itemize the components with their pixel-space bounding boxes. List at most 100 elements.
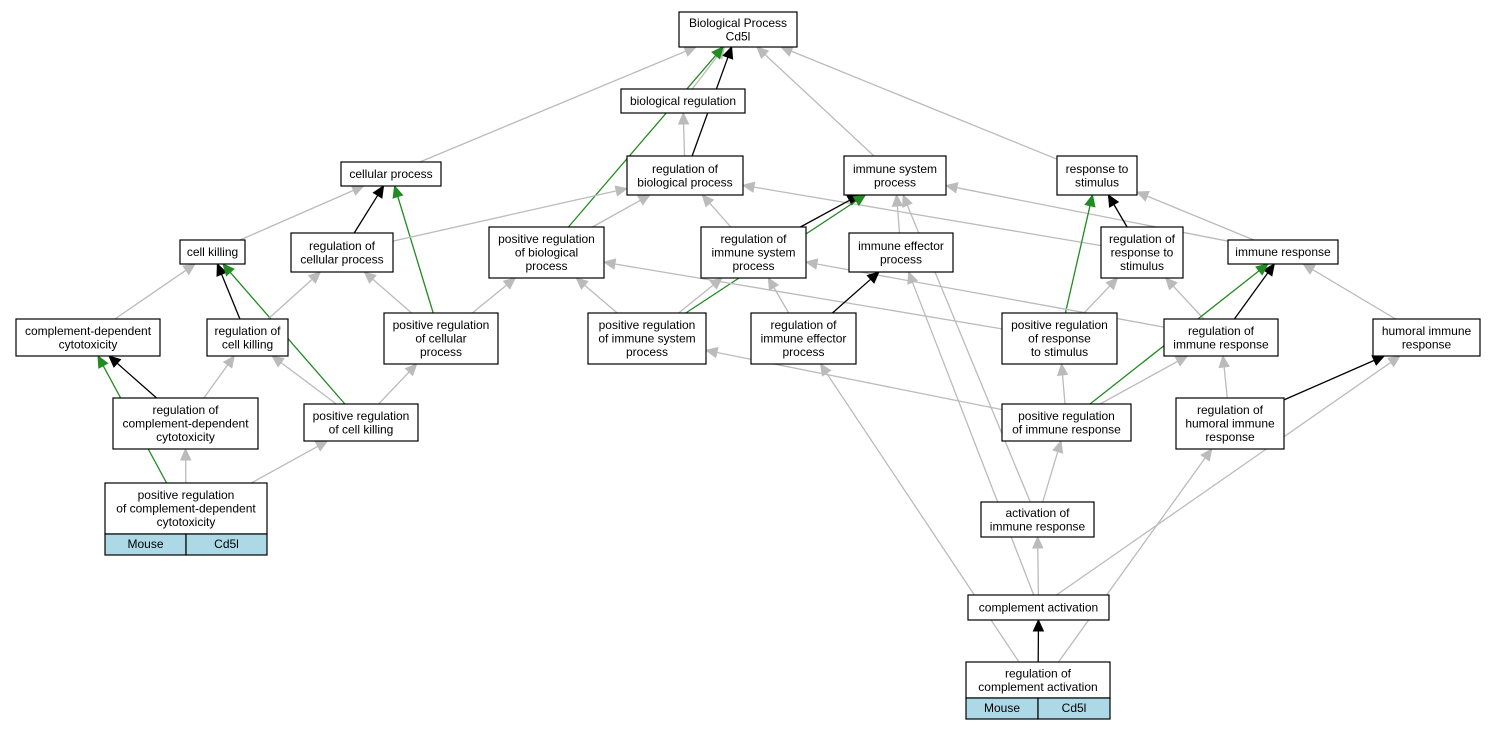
edge-arrowhead	[392, 184, 404, 199]
edge-arrowhead	[1302, 263, 1316, 275]
term-label-line: activation of	[1005, 506, 1070, 520]
edge-rir-to-rrts	[1164, 277, 1205, 320]
edge-cdc-to-ck	[114, 263, 196, 320]
term-box	[1175, 397, 1285, 450]
edge-arrowhead	[755, 46, 770, 60]
term-label-line: complement activation	[978, 680, 1097, 694]
edge-arrowhead	[709, 277, 723, 290]
term-box	[179, 239, 246, 265]
term-label-line: response to	[1111, 246, 1174, 260]
edge-prisp-to-prbp	[575, 277, 618, 314]
edge-rcdc-to-rck	[203, 355, 235, 399]
edge-arrowhead	[1135, 190, 1150, 202]
edge-prrts-to-rrts	[1083, 277, 1119, 314]
edge-arrowhead	[222, 263, 235, 277]
edge-iep-to-isp	[891, 193, 904, 234]
term-label-line: of biological	[515, 246, 578, 260]
edge-ir-to-rts	[1135, 190, 1255, 241]
term-node-ca[interactable]: complement activation	[967, 594, 1110, 621]
term-node-breg[interactable]: biological regulation	[620, 88, 746, 114]
edge-arrowhead	[1174, 355, 1189, 367]
term-box	[587, 312, 707, 365]
edge-arrowhead	[216, 262, 228, 277]
edge-ca-to-iep	[907, 270, 1035, 596]
term-node-cp[interactable]: cellular process	[340, 161, 442, 187]
term-box	[1100, 226, 1184, 279]
term-box	[383, 312, 499, 365]
edge-prbp-to-rbp	[592, 194, 651, 228]
term-label-line: regulation of	[770, 318, 837, 332]
term-node-ir[interactable]: immune response	[1227, 239, 1339, 265]
edge-arrowhead	[182, 263, 196, 276]
term-box	[965, 661, 1111, 699]
term-label-line: to stimulus	[1031, 345, 1088, 359]
term-label-line: immune effector	[858, 239, 944, 253]
species-chip-cd5l: Cd5l	[185, 533, 268, 556]
edge-arrowhead	[350, 185, 365, 196]
edge-rrts-to-rbp	[741, 181, 1102, 247]
term-box	[980, 501, 1095, 538]
edge-arrowhead	[701, 194, 715, 208]
edge-arrowhead	[1218, 354, 1230, 369]
term-label-line: complement-dependent	[122, 417, 249, 431]
edge-prcdc-to-prck	[250, 440, 329, 484]
term-label-line: biological regulation	[630, 94, 736, 108]
term-label-line: process	[874, 175, 916, 189]
edge-arrowhead	[907, 270, 919, 285]
edge-rbp-to-breg	[677, 111, 690, 157]
term-node-rcdc[interactable]: regulation ofcomplement-dependentcytotox…	[112, 397, 259, 450]
edge-arrowhead	[614, 185, 629, 197]
edge-arrowhead	[222, 355, 235, 369]
edge-prcp-to-rcp	[363, 271, 413, 314]
term-label-line: cell killing	[222, 337, 273, 351]
edge-arrowhead	[314, 440, 329, 452]
term-label-line: of response	[1028, 332, 1091, 346]
edge-arrowhead	[307, 271, 322, 285]
edge-isp-to-bp	[755, 46, 875, 157]
term-box	[700, 226, 807, 279]
term-node-ck[interactable]: cell killing	[179, 239, 246, 265]
term-box	[1056, 155, 1138, 196]
edge-arrowhead	[767, 276, 780, 291]
term-label-line: stimulus	[1075, 175, 1119, 189]
edge-arrowhead	[1255, 263, 1269, 276]
edge-rck-to-rcp	[267, 271, 322, 320]
species-chip-label: Mouse	[984, 701, 1020, 715]
term-label-line: humoral immune	[1382, 324, 1472, 338]
edge-arrowhead	[902, 193, 913, 208]
term-label-line: positive regulation	[393, 318, 490, 332]
edge-rts-to-bp	[779, 45, 1058, 160]
edge-ck-to-cp	[239, 185, 365, 241]
term-label-line: cell killing	[187, 245, 238, 259]
edge-rcp-to-cp	[353, 184, 385, 234]
term-box	[620, 88, 746, 114]
edge-arrowhead	[637, 194, 651, 206]
edge-rck-to-ck	[216, 262, 241, 320]
edge-arrowhead	[1056, 362, 1069, 376]
term-label-line: positive regulation	[1011, 318, 1108, 332]
